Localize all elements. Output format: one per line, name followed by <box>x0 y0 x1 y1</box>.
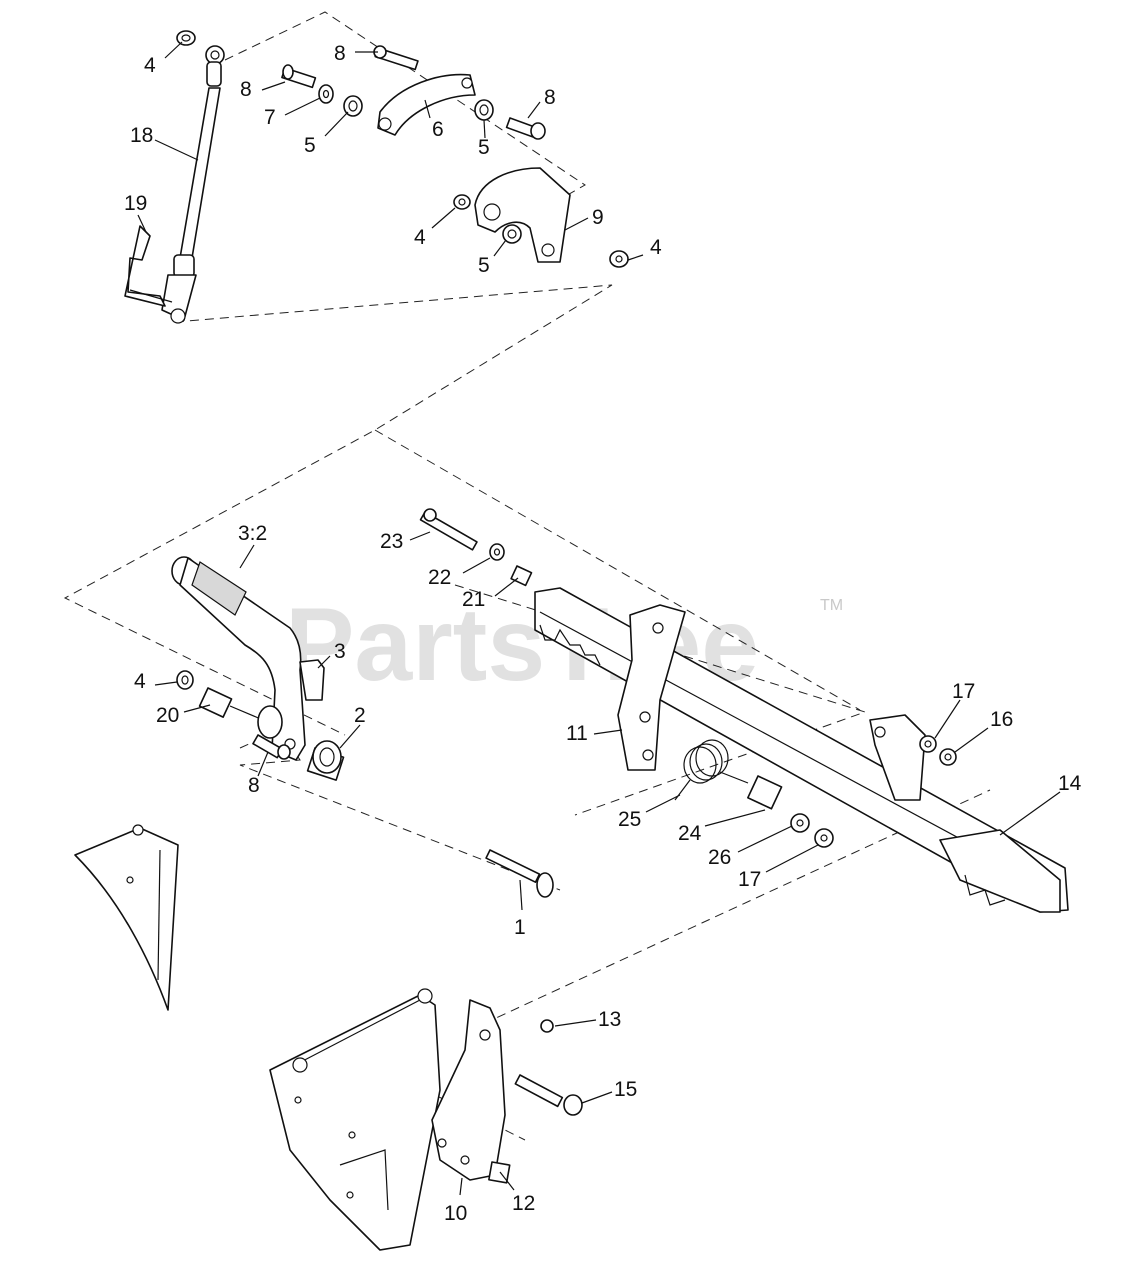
part-4-nut-right[interactable] <box>609 250 629 268</box>
part-8-bolt-lower[interactable] <box>252 734 291 760</box>
callout-6[interactable]: 6 <box>432 118 444 141</box>
part-3-clip[interactable] <box>299 659 325 701</box>
part-15-bolt[interactable] <box>514 1074 583 1116</box>
part-8-bolt-a[interactable] <box>373 45 419 71</box>
part-14-channel[interactable] <box>534 587 1069 913</box>
part-16-washer[interactable] <box>939 748 957 766</box>
part-24-sleeve[interactable] <box>747 775 783 810</box>
part-18-rod[interactable] <box>161 45 225 324</box>
callout-4-lever[interactable]: 4 <box>134 670 146 693</box>
part-17-nut-lower[interactable] <box>814 828 834 848</box>
part-1-pin[interactable] <box>485 849 554 898</box>
part-11-plate[interactable] <box>617 604 686 771</box>
leader-lines <box>137 41 1061 1196</box>
watermark-trademark: TM <box>820 597 843 614</box>
part-17-nut-upper[interactable] <box>919 735 937 753</box>
callout-7[interactable]: 7 <box>264 106 276 129</box>
part-21-spacer[interactable] <box>510 565 533 587</box>
part-9-bracket[interactable] <box>474 167 571 263</box>
part-22-washer[interactable] <box>489 543 505 561</box>
callout-9[interactable]: 9 <box>592 206 604 229</box>
part-5-bushing-c[interactable] <box>502 224 522 244</box>
callout-17-lower[interactable]: 17 <box>738 868 761 891</box>
callout-21[interactable]: 21 <box>462 588 485 611</box>
callout-11[interactable]: 11 <box>566 722 588 745</box>
callout-8-lower[interactable]: 8 <box>248 774 260 797</box>
part-13-nut[interactable] <box>540 1019 554 1033</box>
callout-17-upper[interactable]: 17 <box>952 680 975 703</box>
part-7-washer[interactable] <box>318 84 334 104</box>
part-26-washer[interactable] <box>790 813 810 833</box>
part-10-bracket[interactable] <box>431 999 506 1181</box>
callout-4-mid[interactable]: 4 <box>414 226 426 249</box>
callout-3-2[interactable]: 3:2 <box>238 522 267 545</box>
callout-18[interactable]: 18 <box>130 124 153 147</box>
part-5-bushing-b[interactable] <box>474 99 494 121</box>
part-4-nut-mid[interactable] <box>453 194 471 210</box>
part-19-clip[interactable] <box>124 225 173 307</box>
part-4-nut-lever[interactable] <box>176 670 194 690</box>
callout-25[interactable]: 25 <box>618 808 641 831</box>
part-23-bolt[interactable] <box>419 508 478 551</box>
callout-14[interactable]: 14 <box>1058 772 1082 795</box>
part-2-bushing[interactable] <box>306 740 345 781</box>
lower-frame-assembly <box>269 988 441 1251</box>
callout-10[interactable]: 10 <box>444 1202 467 1225</box>
part-5-bushing-a[interactable] <box>343 95 363 117</box>
callout-26[interactable]: 26 <box>708 846 731 869</box>
part-25-spring[interactable] <box>674 739 749 801</box>
callout-19[interactable]: 19 <box>124 192 147 215</box>
part-8-bolt-c[interactable] <box>505 117 546 140</box>
callout-8-top[interactable]: 8 <box>334 42 346 65</box>
callout-13[interactable]: 13 <box>598 1008 621 1031</box>
callout-labels: 4 8 8 8 7 6 5 5 18 19 9 4 5 4 3:2 3 4 20… <box>124 42 1082 1225</box>
left-frame-fragment <box>74 824 179 1011</box>
part-4-nut-top[interactable] <box>176 30 196 46</box>
callout-16[interactable]: 16 <box>990 708 1013 731</box>
callout-12[interactable]: 12 <box>512 1192 535 1215</box>
callout-24[interactable]: 24 <box>678 822 702 845</box>
callout-22[interactable]: 22 <box>428 566 451 589</box>
part-3-2-lever[interactable] <box>171 556 306 761</box>
callout-5-left[interactable]: 5 <box>304 134 316 157</box>
callout-8-right[interactable]: 8 <box>544 86 556 109</box>
callout-1[interactable]: 1 <box>514 916 526 939</box>
callout-5-right[interactable]: 5 <box>478 136 490 159</box>
callout-3[interactable]: 3 <box>334 640 346 663</box>
callout-4-right[interactable]: 4 <box>650 236 662 259</box>
callout-5-mid[interactable]: 5 <box>478 254 490 277</box>
callout-4-top[interactable]: 4 <box>144 54 156 77</box>
callout-23[interactable]: 23 <box>380 530 403 553</box>
callout-8-left[interactable]: 8 <box>240 78 252 101</box>
part-8-bolt-b[interactable] <box>281 64 317 89</box>
callout-20[interactable]: 20 <box>156 704 179 727</box>
callout-15[interactable]: 15 <box>614 1078 637 1101</box>
callout-2[interactable]: 2 <box>354 704 366 727</box>
part-20-spacer[interactable] <box>198 687 283 739</box>
